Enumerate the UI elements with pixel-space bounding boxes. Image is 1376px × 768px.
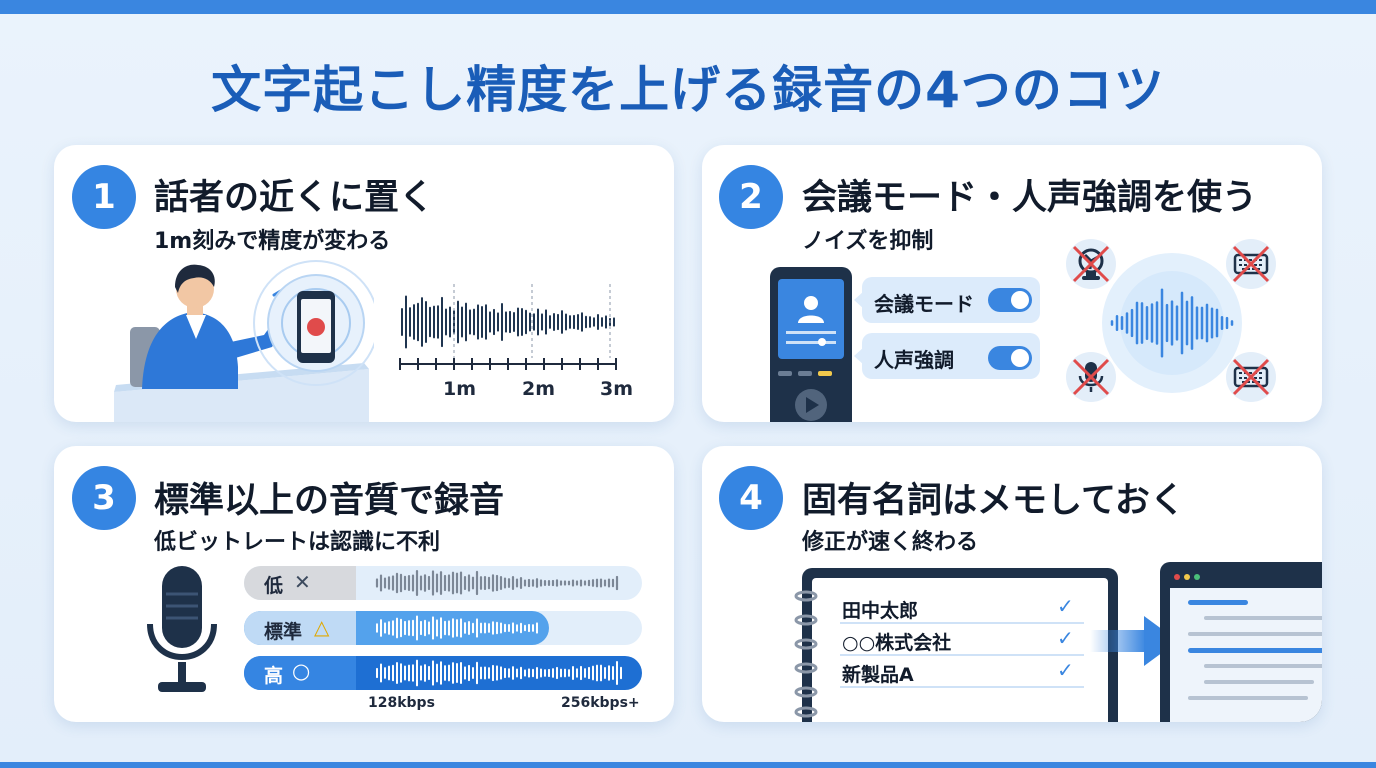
memo-item-3: 新製品A	[842, 664, 914, 686]
bottom-accent-bar	[0, 762, 1376, 768]
distance-waveform	[399, 284, 617, 370]
tip-subheading-4: 修正が速く終わる	[802, 530, 979, 555]
quality-label-bg-high	[244, 656, 356, 690]
tip-number-1: 1	[72, 165, 136, 229]
voice-recorder-icon	[770, 267, 852, 422]
mic-icon	[1066, 352, 1116, 402]
transcript-page	[1170, 588, 1322, 722]
tip-card-2: 2 会議モード・人声強調を使う ノイズを抑制 会議モード 人声強調	[702, 145, 1322, 422]
speaker-illustration	[114, 260, 374, 422]
spiral-binding	[794, 590, 818, 718]
quality-label-low: 低	[264, 575, 284, 597]
meeting-mode-toggle[interactable]	[988, 288, 1032, 312]
memo-page	[812, 578, 1108, 722]
tip-subheading-2: ノイズを抑制	[802, 229, 934, 254]
check-icon: ✓	[1057, 594, 1074, 618]
voice-waveform	[1102, 253, 1242, 393]
memo-divider	[840, 622, 1084, 624]
text-line	[1188, 648, 1322, 653]
waveform-standard	[376, 615, 538, 641]
tip-heading-1: 話者の近くに置く	[154, 178, 435, 218]
waveform-high	[376, 659, 622, 687]
tip-number-2: 2	[719, 165, 783, 229]
cross-icon: ✕	[294, 570, 311, 594]
memo-divider	[840, 686, 1084, 688]
distance-label-3m: 3m	[600, 378, 634, 400]
circle-icon: ○	[292, 659, 311, 683]
memo-divider	[840, 654, 1084, 656]
window-dot	[1174, 574, 1180, 580]
text-line	[1188, 600, 1248, 605]
fan-icon	[1066, 239, 1116, 289]
waveform-low	[375, 570, 619, 596]
tip-card-1: 1 話者の近くに置く 1m刻みで精度が変わる 1m 2m 3m	[54, 145, 674, 422]
text-line	[1204, 680, 1314, 684]
tip-subheading-3: 低ビットレートは認識に不利	[154, 530, 441, 555]
quality-label-bg-low	[244, 566, 356, 600]
check-icon: ✓	[1057, 658, 1074, 682]
tip-number-3: 3	[72, 466, 136, 530]
tip-number-4: 4	[719, 466, 783, 530]
distance-label-2m: 2m	[522, 378, 556, 400]
voice-enhance-toggle[interactable]	[988, 346, 1032, 370]
text-line	[1204, 616, 1322, 620]
memo-item-2: ○○株式会社	[842, 632, 952, 654]
quality-label-bg-standard	[244, 611, 356, 645]
top-accent-bar	[0, 0, 1376, 14]
distance-label-1m: 1m	[443, 378, 477, 400]
tip-heading-4: 固有名詞はメモしておく	[802, 481, 1185, 521]
memo-item-1: 田中太郎	[842, 600, 919, 622]
bitrate-label-128: 128kbps	[368, 695, 435, 711]
tip-card-3: 3 標準以上の音質で録音 低ビットレートは認識に不利 低 ✕ 標準 △ 高 ○ …	[54, 446, 674, 722]
quality-label-high: 高	[264, 665, 284, 687]
window-dot	[1184, 574, 1190, 580]
check-icon: ✓	[1057, 626, 1074, 650]
tip-heading-3: 標準以上の音質で録音	[154, 481, 505, 521]
keyboard-icon	[1226, 352, 1276, 402]
triangle-icon: △	[314, 615, 330, 639]
tip-heading-2: 会議モード・人声強調を使う	[802, 178, 1258, 218]
bitrate-label-256: 256kbps+	[561, 695, 640, 711]
toggle-label-voice-enhance: 人声強調	[874, 348, 954, 372]
tip-card-4: 4 固有名詞はメモしておく 修正が速く終わる 田中太郎 ✓ ○○株式会社 ✓ 新…	[702, 446, 1322, 722]
quality-label-standard: 標準	[264, 621, 303, 643]
window-dot	[1194, 574, 1200, 580]
toggle-label-meeting-mode: 会議モード	[874, 292, 974, 316]
text-line	[1188, 696, 1308, 700]
text-line	[1204, 664, 1322, 668]
tip-subheading-1: 1m刻みで精度が変わる	[154, 229, 391, 254]
text-line	[1188, 632, 1322, 636]
studio-microphone-icon	[147, 566, 217, 692]
keyboard-icon	[1226, 239, 1276, 289]
page-title: 文字起こし精度を上げる録音の4つのコツ	[211, 61, 1165, 119]
